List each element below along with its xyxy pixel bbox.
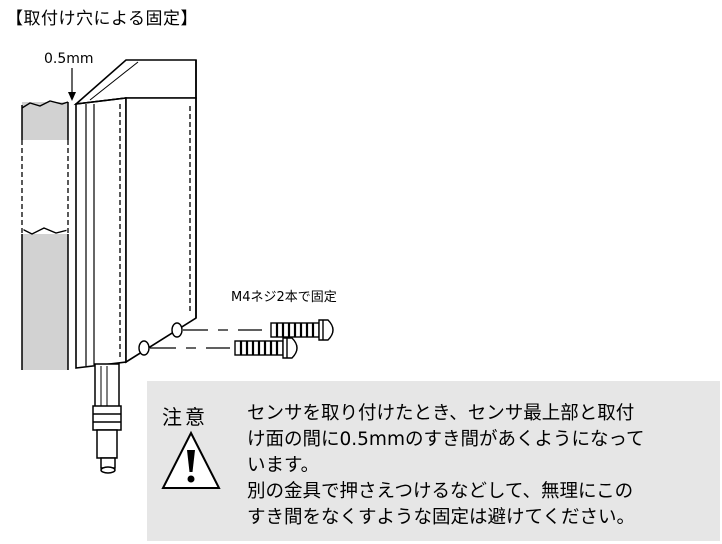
mounting-hole-lower <box>138 340 150 356</box>
cable-collar <box>92 405 122 431</box>
surface-break-middle <box>21 227 69 235</box>
mounting-surface <box>20 100 70 370</box>
sensor-cable <box>92 363 122 474</box>
warning-triangle-icon <box>161 430 221 489</box>
screw-upper <box>270 319 334 341</box>
caution-text: センサを取り付けたとき、センサ最上部と取付 け面の間に0.5mmのすき間があくよ… <box>247 401 645 531</box>
gap-dimension <box>68 68 76 101</box>
caution-line: 別の金具で押さえつけるなどして、無理にこの <box>247 481 634 502</box>
gap-label: 0.5mm <box>44 51 94 67</box>
sensor-top-edge-line <box>89 61 139 101</box>
screw-centerlines <box>150 329 262 349</box>
mounting-holes <box>138 322 183 356</box>
gap-arrow-head <box>68 92 76 101</box>
sensor-hidden-lines <box>119 104 191 358</box>
caution-line: います。 <box>247 455 320 476</box>
caution-line: け面の間に0.5mmのすき間があくようになって <box>247 429 645 450</box>
screws-label: M4ネジ2本で固定 <box>231 290 337 305</box>
screw-lower <box>234 337 298 359</box>
sensor-side-face <box>125 97 197 364</box>
surface-shade-lower <box>22 234 68 370</box>
mounting-hole-upper <box>171 322 183 338</box>
caution-line: すき間をなくすような固定は避けてください。 <box>247 507 635 528</box>
surface-shade-upper <box>22 102 68 140</box>
caution-label: 注意 <box>162 405 208 429</box>
sensor-body <box>73 59 197 369</box>
caution-line: センサを取り付けたとき、センサ最上部と取付 <box>247 403 635 424</box>
sensor-front-face <box>75 97 127 369</box>
page-heading: 【取付け穴による固定】 <box>6 9 198 29</box>
surface-break-top <box>21 100 69 109</box>
caution-box <box>147 381 720 541</box>
